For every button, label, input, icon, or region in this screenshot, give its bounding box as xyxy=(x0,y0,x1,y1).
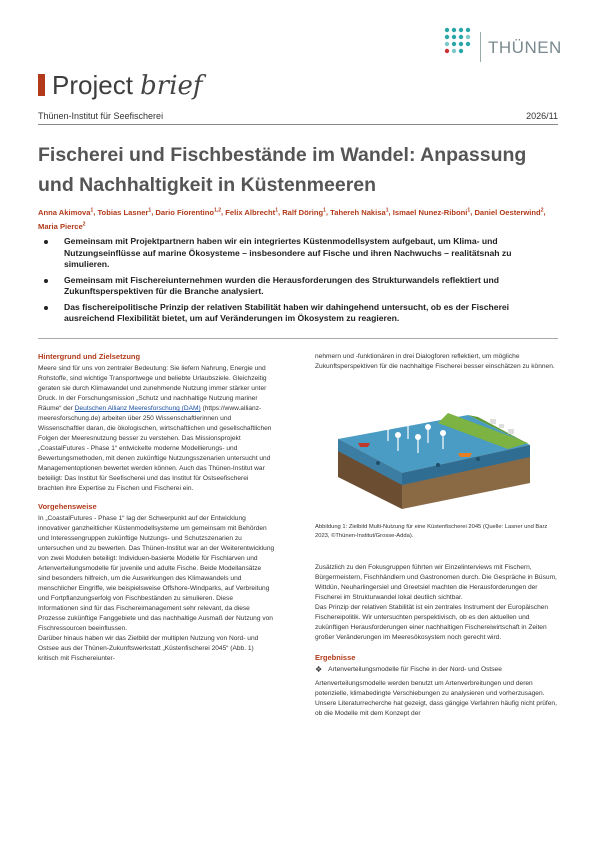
section-divider xyxy=(38,338,558,339)
paragraph: Darüber hinaus haben wir das Zielbild de… xyxy=(38,635,259,662)
author: Felix Albrecht1 xyxy=(225,207,278,217)
dam-link[interactable]: Deutschen Allianz Meeresforschung (DAM) xyxy=(74,405,201,412)
right-column-lower: Zusätzlich zu den Fokusgruppen führten w… xyxy=(315,563,557,719)
institute-name: Thünen-Institut für Seefischerei xyxy=(38,111,164,121)
doc-type-main: Project xyxy=(52,70,141,100)
section-heading-methods: Vorgehensweise xyxy=(38,502,97,511)
section-heading-results: Ergebnisse xyxy=(315,653,356,662)
author: Anna Akimova1 xyxy=(38,207,94,217)
author: Daniel Oesterwind2 xyxy=(474,207,544,217)
thuenen-logo-icon xyxy=(444,27,471,54)
right-column: nehmern und -funktionären in drei Dialog… xyxy=(315,352,557,372)
author: Ralf Döring1 xyxy=(282,207,326,217)
section-heading-background: Hintergrund und Zielsetzung xyxy=(38,352,141,361)
logo-divider xyxy=(480,32,481,62)
paragraph: nehmern und -funktionären in drei Dialog… xyxy=(315,353,555,370)
paragraph: Artenverteilungsmodelle werden benutzt u… xyxy=(315,680,557,717)
doc-type-italic: brief xyxy=(140,71,203,101)
left-column: Hintergrund und Zielsetzung Meere sind f… xyxy=(38,352,275,664)
result-item-label: Artenverteilungsmodelle für Fische in de… xyxy=(328,666,502,673)
issue-number: 2026/11 xyxy=(526,111,558,121)
coastal-multi-use-illustration xyxy=(338,413,530,509)
author: Dario Fiorentino1,2 xyxy=(155,207,222,217)
accent-bar xyxy=(38,74,45,96)
author: Ismael Nunez-Riboni1 xyxy=(392,207,471,217)
page-title: Fischerei und Fischbestände im Wandel: A… xyxy=(38,144,527,196)
list-item: ❖ Artenverteilungsmodelle für Fische in … xyxy=(315,665,557,675)
key-findings-list: Gemeinsam mit Projektpartnern haben wir … xyxy=(44,236,552,329)
paragraph: Das Prinzip der relativen Stabilität ist… xyxy=(315,604,549,641)
header-divider xyxy=(38,124,558,125)
list-item: Gemeinsam mit Fischereiunternehmen wurde… xyxy=(44,275,552,298)
logo-wordmark: THÜNEN xyxy=(488,38,562,57)
list-item: Das fischereipolitische Prinzip der rela… xyxy=(44,302,552,325)
document-type: Project brief xyxy=(52,70,203,101)
figure-caption: Abbildung 1: Zielbild Multi-Nutzung für … xyxy=(315,524,548,539)
diamond-cross-icon: ❖ xyxy=(315,665,323,674)
bullet-dot-icon xyxy=(44,305,48,310)
bullet-dot-icon xyxy=(44,278,48,283)
author: Maria Pierce2 xyxy=(38,221,86,232)
author: Tahereh Nakisa1 xyxy=(330,207,389,217)
paragraph: Zusätzlich zu den Fokusgruppen führten w… xyxy=(315,564,557,601)
list-item: Gemeinsam mit Projektpartnern haben wir … xyxy=(44,236,552,271)
paragraph: In „CoastalFutures - Phase 1“ lag der Sc… xyxy=(38,515,275,632)
paragraph: Meere sind für uns von zentraler Bedeutu… xyxy=(38,365,272,492)
author: Tobias Lasner1 xyxy=(97,207,152,217)
bullet-dot-icon xyxy=(44,240,48,244)
author-list: Anna Akimova1, Tobias Lasner1, Dario Fio… xyxy=(38,207,546,232)
